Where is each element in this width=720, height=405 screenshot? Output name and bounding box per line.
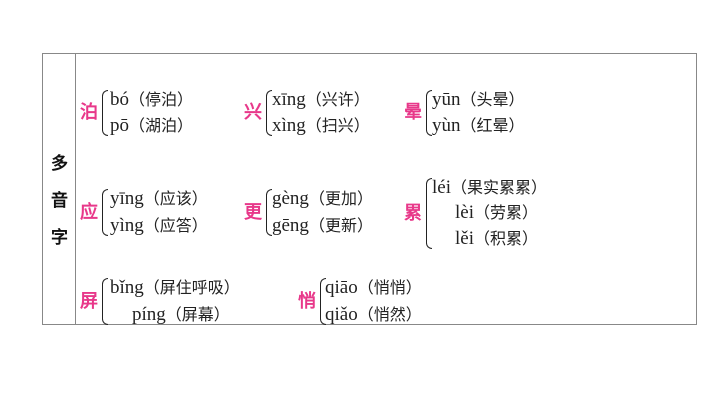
example-word: （湖泊） xyxy=(129,116,194,135)
reading-line: bǐng（屏住呼吸） xyxy=(110,274,240,299)
reading-line: yìng（应答） xyxy=(110,212,208,237)
reading-line: xīng（兴许） xyxy=(272,86,370,111)
reading-line: gèng（更加） xyxy=(272,185,373,210)
reading-line: gēng（更新） xyxy=(272,212,373,237)
example-word: （更新） xyxy=(308,216,373,235)
pinyin: xìng xyxy=(272,115,306,136)
pinyin: gèng xyxy=(272,188,309,209)
category-column: 多 音 字 xyxy=(43,54,76,324)
pinyin: lèi xyxy=(455,202,474,223)
pinyin: píng xyxy=(132,304,166,325)
example-word: （屏幕） xyxy=(165,305,230,324)
category-label-char: 音 xyxy=(51,191,68,211)
example-word: （应该） xyxy=(143,189,208,208)
example-word: （红晕） xyxy=(460,116,525,135)
polyphone-character: 更 xyxy=(244,202,262,223)
pinyin: pō xyxy=(110,115,129,136)
polyphone-character: 累 xyxy=(404,203,422,224)
reading-line: xìng（扫兴） xyxy=(272,112,370,137)
polyphone-character: 应 xyxy=(80,202,98,223)
example-word: （头晕） xyxy=(460,90,525,109)
reading-line: píng（屏幕） xyxy=(132,301,230,326)
polyphone-character: 兴 xyxy=(244,102,262,123)
brace-icon xyxy=(320,278,326,325)
reading-line: yùn（红晕） xyxy=(432,112,525,137)
pinyin: gēng xyxy=(272,215,309,236)
example-word: （应答） xyxy=(143,216,208,235)
pinyin: yūn xyxy=(432,89,461,110)
example-word: （停泊） xyxy=(129,90,194,109)
pinyin: lěi xyxy=(455,228,474,249)
reading-line: pō（湖泊） xyxy=(110,112,193,137)
pinyin: yùn xyxy=(432,115,461,136)
pinyin: bó xyxy=(110,89,129,110)
polyphone-table: 多 音 字 xyxy=(42,53,697,325)
polyphone-character: 悄 xyxy=(298,291,316,312)
brace-icon xyxy=(266,189,272,236)
pinyin: qiǎo xyxy=(325,304,358,325)
example-word: （悄然） xyxy=(357,305,422,324)
category-label-char: 字 xyxy=(51,228,68,248)
pinyin: yīng xyxy=(110,188,144,209)
reading-line: lèi（劳累） xyxy=(455,199,538,224)
pinyin: yìng xyxy=(110,215,144,236)
brace-icon xyxy=(102,90,108,136)
brace-icon xyxy=(266,90,272,136)
pinyin: léi xyxy=(432,177,451,198)
reading-line: bó（停泊） xyxy=(110,86,193,111)
example-word: （悄悄） xyxy=(357,278,422,297)
pinyin: bǐng xyxy=(110,277,144,298)
reading-line: qiāo（悄悄） xyxy=(325,274,422,299)
brace-icon xyxy=(102,278,108,325)
brace-icon xyxy=(102,189,108,236)
pinyin: qiāo xyxy=(325,277,358,298)
reading-line: léi（果实累累） xyxy=(432,174,547,199)
reading-line: yīng（应该） xyxy=(110,185,208,210)
example-word: （劳累） xyxy=(474,203,539,222)
polyphone-character: 屏 xyxy=(80,291,98,312)
pinyin: xīng xyxy=(272,89,306,110)
example-word: （果实累累） xyxy=(451,178,548,197)
example-word: （积累） xyxy=(474,229,539,248)
brace-icon xyxy=(426,90,432,136)
example-word: （屏住呼吸） xyxy=(143,278,240,297)
brace-icon xyxy=(426,178,432,249)
polyphone-character: 晕 xyxy=(404,102,422,123)
example-word: （扫兴） xyxy=(305,116,370,135)
reading-line: lěi（积累） xyxy=(455,225,538,250)
reading-line: yūn（头晕） xyxy=(432,86,525,111)
reading-line: qiǎo（悄然） xyxy=(325,301,422,326)
polyphone-character: 泊 xyxy=(80,102,98,123)
category-label-char: 多 xyxy=(51,154,68,174)
example-word: （更加） xyxy=(308,189,373,208)
example-word: （兴许） xyxy=(305,90,370,109)
